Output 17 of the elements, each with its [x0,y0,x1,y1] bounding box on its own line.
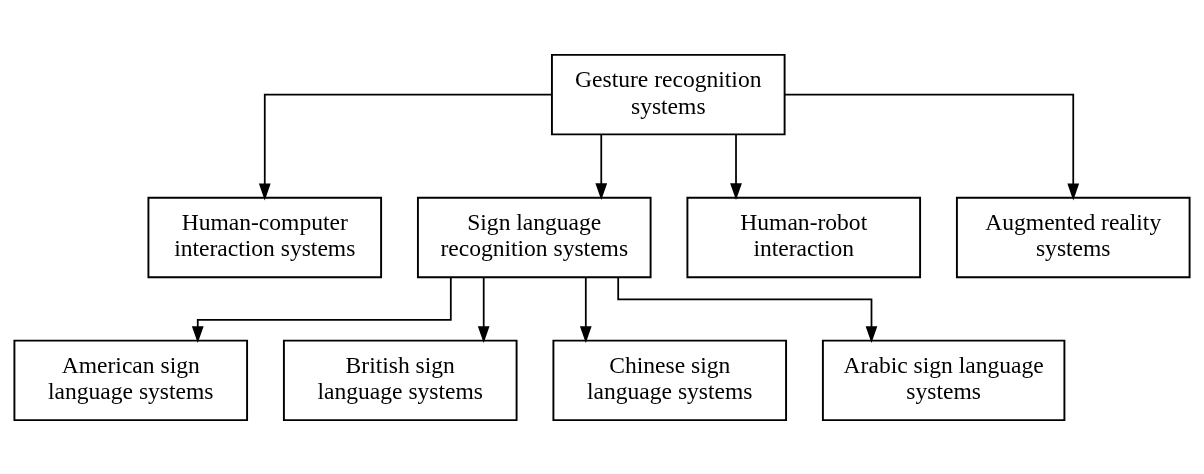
node-box: Arabic sign language systems [821,339,1066,421]
node-box: Augmented reality systems [955,196,1191,278]
node-box: Human-robot interaction [686,196,922,278]
arrow [595,133,608,200]
node-box: American sign language systems [13,339,249,421]
node-box: Human-computer interaction systems [147,196,383,278]
node-box: Chinese sign language systems [552,339,788,421]
node-box: Sign language recognition systems [416,196,652,278]
node-box: British sign language systems [282,339,518,421]
arrow [579,275,592,343]
node-box: Gesture recognition systems [550,53,786,135]
arrow [617,276,878,343]
arrow [191,275,452,343]
arrow [783,93,1080,200]
arrow [258,93,553,200]
arrow [730,133,742,200]
arrow [477,275,490,343]
